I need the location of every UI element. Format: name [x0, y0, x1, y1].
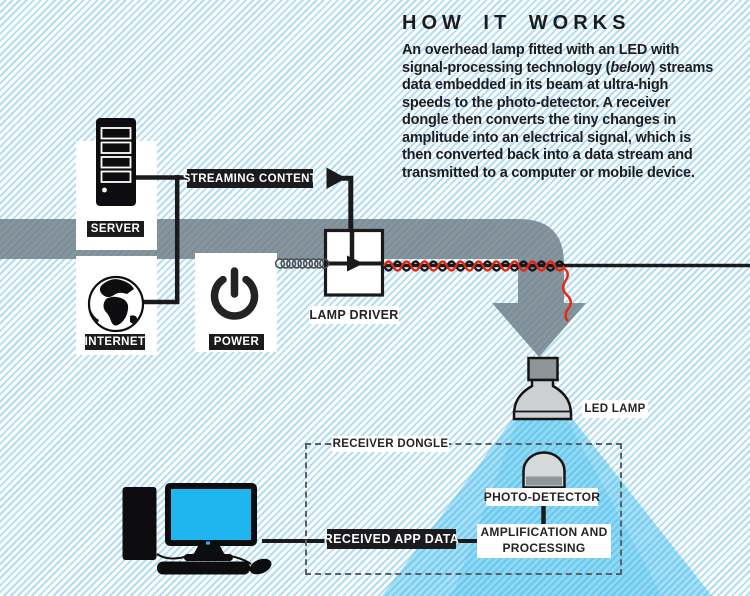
- desktop-computer-icon: [122, 483, 272, 575]
- led-lamp-icon: [512, 356, 573, 421]
- amplification-processing-box: AMPLIFICATION AND PROCESSING: [477, 524, 611, 558]
- receiver-dongle-outline: [305, 443, 622, 575]
- intro-text-after: ) streams data embedded in its beam at u…: [402, 59, 714, 181]
- power-icon: [210, 267, 259, 320]
- header-block: HOW IT WORKS An overhead lamp fitted wit…: [402, 12, 724, 182]
- server-tower-icon: [96, 118, 136, 206]
- lamp-driver-arrowhead-icon: [347, 255, 364, 272]
- pipe-arrow-icon: [0, 219, 586, 357]
- twisted-wire-red: [382, 260, 566, 272]
- led-lamp-label: LED LAMP: [582, 400, 648, 418]
- power-label: POWER: [209, 334, 264, 350]
- server-label: SERVER: [87, 221, 144, 237]
- light-beam: [382, 417, 712, 596]
- connector-lines: [135, 175, 750, 543]
- photo-detector-icon: [522, 451, 566, 489]
- photo-detector-label: PHOTO-DETECTOR: [483, 488, 601, 506]
- intro-paragraph: An overhead lamp fitted with an LED with…: [402, 42, 714, 182]
- streaming-content-label: STREAMING CONTENT: [183, 169, 317, 188]
- lamp-driver-label: LAMP DRIVER: [309, 306, 399, 324]
- intro-text-italic: below: [610, 59, 651, 76]
- globe-icon: [87, 275, 145, 333]
- streaming-arrowhead-icon: [326, 167, 346, 189]
- coil-wire-icon: [274, 258, 330, 269]
- page-title: HOW IT WORKS: [402, 12, 631, 34]
- internet-label: INTERNET: [84, 334, 146, 350]
- received-app-data-label: RECEIVED APP DATA: [324, 529, 459, 549]
- receiver-dongle-label: RECEIVER DONGLE: [332, 436, 449, 452]
- red-wire-dangle: [561, 265, 572, 322]
- intro-text-before: An overhead lamp fitted with an LED with…: [402, 42, 680, 76]
